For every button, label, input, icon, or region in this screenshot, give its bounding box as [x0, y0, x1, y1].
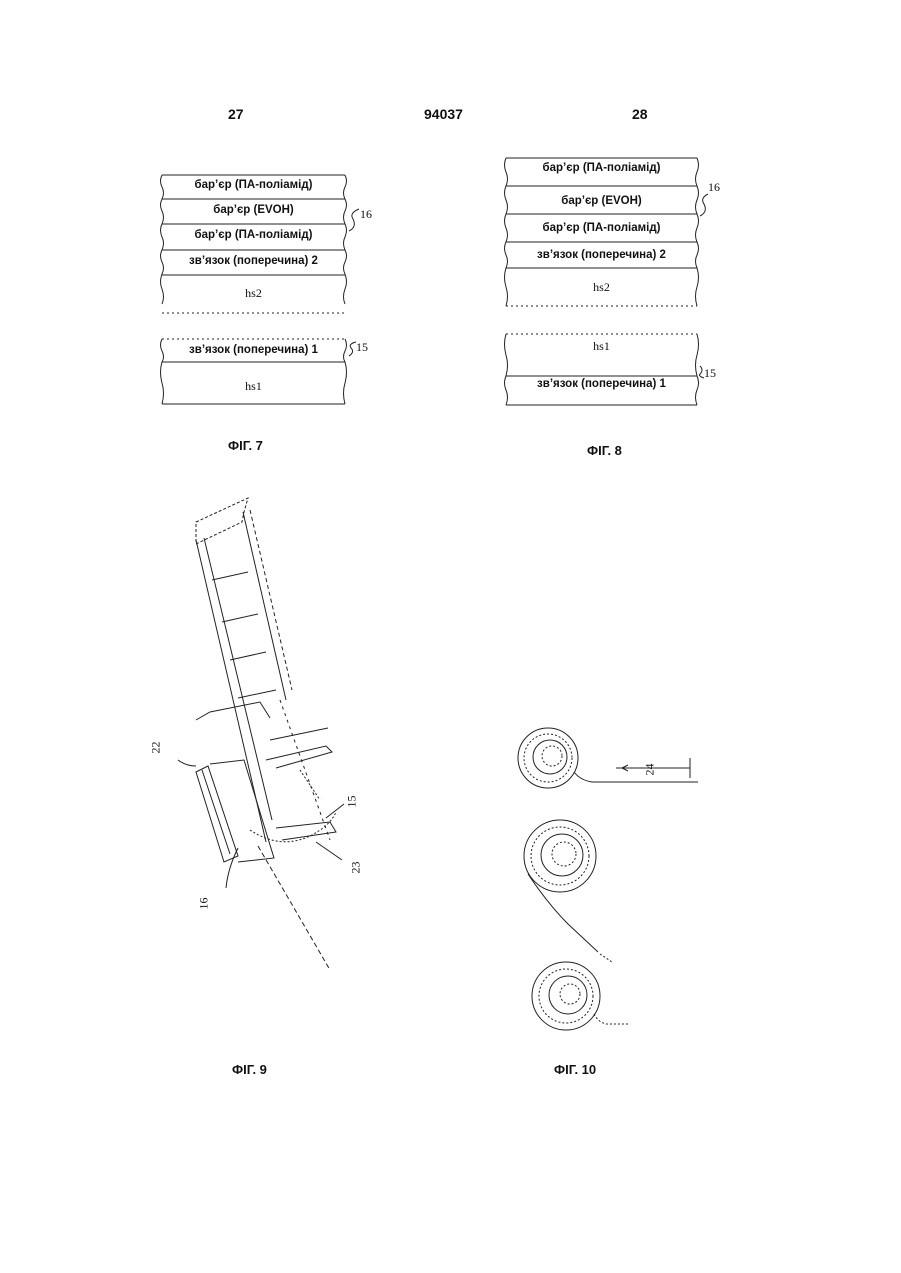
fig9-ref-22: 22: [149, 742, 164, 754]
fig9-ref-23: 23: [349, 862, 364, 874]
fig7-layer-tie-2: зв’язок (поперечина) 2: [162, 256, 345, 268]
fig7-layer-hs2: hs2: [162, 287, 345, 299]
fig8-ref-16: 16: [708, 180, 720, 195]
fig8-caption: ФІГ. 8: [587, 443, 622, 458]
fig9-caption: ФІГ. 9: [232, 1062, 267, 1077]
fig7-ref-16: 16: [360, 207, 372, 222]
fig8-layer-pa-bottom: бар’єр (ПА-поліамід): [506, 223, 697, 235]
fig8-ref-15: 15: [704, 366, 716, 381]
fig7-layer-hs1: hs1: [162, 380, 345, 392]
fig7-caption: ФІГ. 7: [228, 438, 263, 453]
fig10-drawing: [518, 728, 698, 1030]
fig8-layer-pa-top: бар’єр (ПА-поліамід): [506, 163, 697, 175]
fig8-layer-hs2: hs2: [506, 281, 697, 293]
fig9-ref-15: 15: [345, 796, 360, 808]
fig8-layers: бар’єр (ПА-поліамід) бар’єр (EVOH) бар’є…: [506, 158, 697, 406]
fig8-layer-hs1: hs1: [506, 340, 697, 352]
fig8-layer-evoh: бар’єр (EVOH): [506, 196, 697, 208]
fig7-layer-pa-bottom: бар’єр (ПА-поліамід): [162, 230, 345, 242]
fig8-layer-tie-2: зв’язок (поперечина) 2: [506, 250, 697, 262]
fig10-caption: ФІГ. 10: [554, 1062, 596, 1077]
fig7-layer-tie-1: зв’язок (поперечина) 1: [162, 345, 345, 357]
fig7-layers: бар’єр (ПА-поліамід) бар’єр (EVOH) бар’є…: [162, 175, 345, 405]
fig8-layer-tie-1: зв’язок (поперечина) 1: [506, 379, 697, 391]
fig7-ref-15: 15: [356, 340, 368, 355]
fig7-layer-evoh: бар’єр (EVOH): [162, 205, 345, 217]
fig9-ref-16: 16: [197, 898, 212, 910]
fig7-layer-pa-top: бар’єр (ПА-поліамід): [162, 180, 345, 192]
fig10-ref-24: 24: [643, 764, 658, 776]
